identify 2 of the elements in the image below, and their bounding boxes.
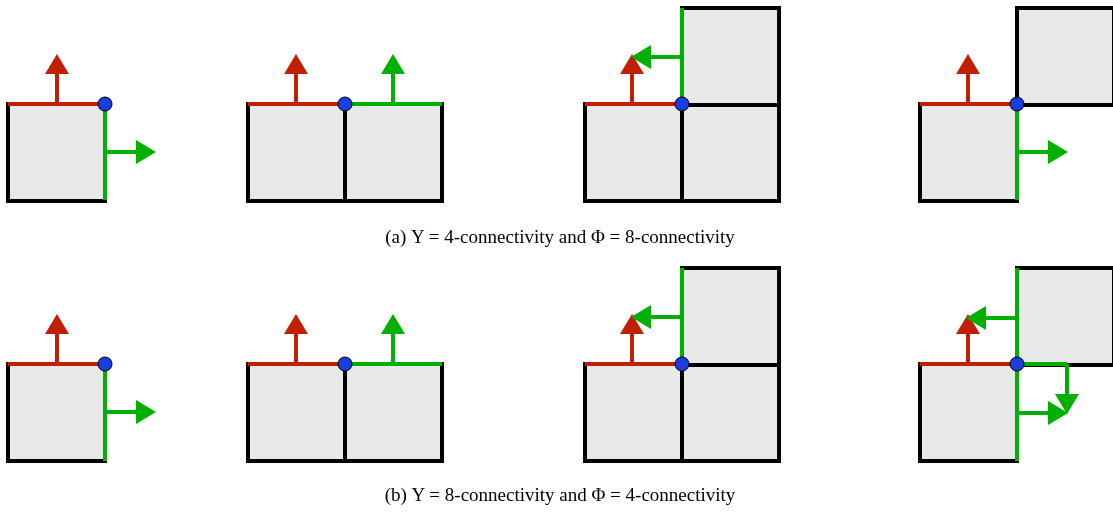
figure-caption: (a) Υ = 4-connectivity and Φ = 8-connectivity bbox=[385, 226, 735, 248]
figure-caption: (b) Υ = 8-connectivity and Φ = 4-connectivity bbox=[384, 484, 736, 506]
